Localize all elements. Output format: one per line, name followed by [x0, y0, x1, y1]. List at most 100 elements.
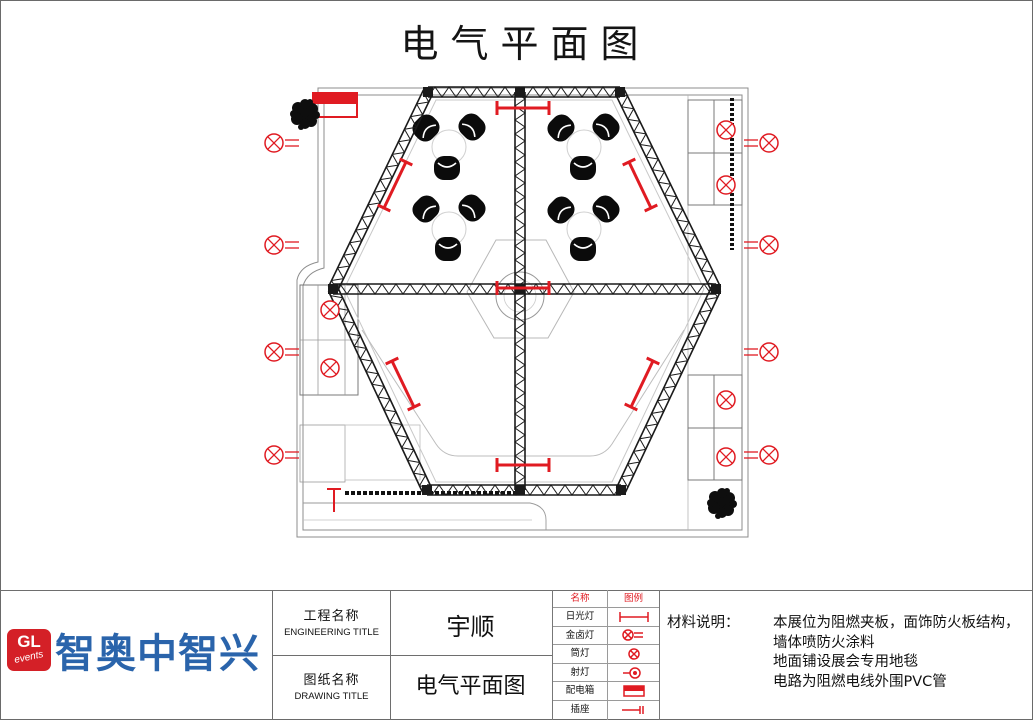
truss-lower-right-lacing	[620, 286, 719, 488]
lamp-end-cap	[622, 157, 636, 167]
title-block-row-divider	[272, 655, 552, 656]
chair-shell	[592, 113, 620, 141]
storage-room-outline	[299, 424, 346, 483]
legend-row: 配电箱	[553, 682, 659, 701]
chair-cushion-edge	[573, 243, 593, 249]
center-hexagon-platform	[466, 239, 575, 339]
downlight-icon	[716, 120, 736, 140]
socket-icon	[621, 706, 644, 715]
legend-item-symbol	[608, 608, 659, 626]
chair-cushion-edge	[596, 123, 610, 137]
truss-upper-right-rail	[623, 89, 722, 288]
fluorescent-lamp-icon	[377, 157, 413, 213]
symbol-legend: 名称 图例 日光灯 金卤灯 筒灯	[552, 590, 660, 720]
truss-upper-left-lacing	[330, 91, 430, 292]
legend-item-symbol	[608, 627, 659, 645]
lounge-chair	[412, 195, 440, 223]
legend-row: 日光灯	[553, 608, 659, 627]
downlight-icon	[716, 175, 736, 195]
truss-upper-left	[327, 89, 434, 292]
lower-stage-outline	[361, 329, 685, 457]
downlight-icon-cross	[323, 361, 337, 375]
chair-shell	[412, 195, 440, 223]
legend-item-name: 筒灯	[553, 645, 608, 663]
downlight-icon	[320, 358, 340, 378]
fluorescent-lamp-icon	[495, 458, 551, 472]
lounge-chair	[570, 237, 596, 261]
truss-node	[423, 87, 433, 97]
chair-cushion-edge	[437, 162, 457, 168]
metal-halide-lamp-icon	[264, 235, 299, 255]
gl-events-logo-badge: GL events	[7, 629, 51, 671]
plant-foliage	[307, 99, 313, 105]
plant-foliage	[707, 499, 715, 507]
metal-halide-lamp-icon	[264, 133, 299, 153]
chair-cushion-edge	[462, 204, 476, 218]
chair-shell	[547, 196, 575, 224]
socket-icon	[327, 488, 341, 512]
chair-cushion-edge	[422, 124, 436, 138]
metal-halide-lamp-icon	[264, 445, 299, 465]
truss-node	[422, 485, 432, 495]
badge-text-gl: GL	[17, 632, 41, 651]
fluorescent-lamp-icon	[624, 356, 660, 412]
metal-halide-lamp-icon	[744, 235, 779, 255]
legend-item-name: 配电箱	[553, 682, 608, 700]
truss-lower-right-rail	[624, 290, 722, 493]
metal-halide-lamp-icon-cross	[267, 448, 281, 462]
lamp-end-cap	[624, 402, 638, 412]
fluorescent-lamp-icon	[495, 101, 551, 115]
metal-halide-lamp-icon	[744, 342, 779, 362]
truss-lower-right-rail	[615, 286, 713, 489]
plant-foliage	[290, 110, 298, 118]
engineering-title-label-en: ENGINEERING TITLE	[284, 627, 379, 638]
drawing-title-label-en: DRAWING TITLE	[294, 691, 369, 702]
potted-plant-bottom-right	[707, 488, 737, 519]
metal-halide-lamp-icon-cross	[267, 136, 281, 150]
truss-node	[515, 87, 525, 97]
chair-shell	[570, 237, 596, 261]
chair-shell	[592, 195, 620, 223]
material-note-line: 电路为阻燃电线外围PVC管	[773, 673, 947, 690]
truss-structure	[327, 86, 722, 496]
metal-halide-lamp-icon-cross	[762, 448, 776, 462]
plant-foliage	[312, 111, 320, 119]
chair-cushion-edge	[596, 205, 610, 219]
material-notes-label: 材料说明：	[667, 615, 740, 631]
page-title: 电气平面图	[400, 22, 651, 66]
truss-upper-right-lacing	[615, 93, 720, 286]
lounge-chair	[458, 113, 486, 141]
downlight-icon	[716, 447, 736, 467]
legend-item-symbol	[608, 682, 659, 700]
metal-halide-lamp-icon-cross	[762, 136, 776, 150]
fluorescent-lamps	[377, 101, 660, 472]
drawing-title-label: 图纸名称 DRAWING TITLE	[273, 672, 390, 704]
downlights	[320, 120, 736, 467]
plant-foliage	[715, 513, 721, 519]
truss-lower-right	[615, 286, 722, 493]
material-note-line: 地面铺设展会专用地毯	[773, 654, 918, 670]
title-block-top-rule	[0, 590, 1033, 591]
chair-cushion-edge	[438, 243, 458, 249]
lamp-tube	[382, 161, 408, 209]
legend-item-symbol	[608, 645, 659, 663]
lamp-end-cap	[646, 356, 660, 366]
downlight-icon-cross	[323, 303, 337, 317]
downlight-icon-cross	[719, 178, 733, 192]
legend-row: 金卤灯	[553, 626, 659, 646]
truss-lower-left	[327, 286, 433, 493]
lamp-end-cap	[385, 356, 399, 366]
fluorescent-lamp-icon	[622, 157, 658, 213]
plant-foliage	[724, 488, 730, 494]
light-tracks	[345, 98, 734, 495]
lounge-chair	[435, 237, 461, 261]
truss-upper-left-rail	[336, 93, 434, 292]
truss-upper-left-rail	[327, 89, 425, 288]
downlight-icon-cross	[719, 393, 733, 407]
electrical-floor-plan	[264, 86, 779, 538]
lamp-tube	[390, 360, 416, 408]
lamp-end-cap	[407, 402, 421, 412]
chair-cushion-edge	[573, 162, 593, 168]
metal-halide-lamp-icon-cross	[267, 238, 281, 252]
lounge-chair	[570, 156, 596, 180]
